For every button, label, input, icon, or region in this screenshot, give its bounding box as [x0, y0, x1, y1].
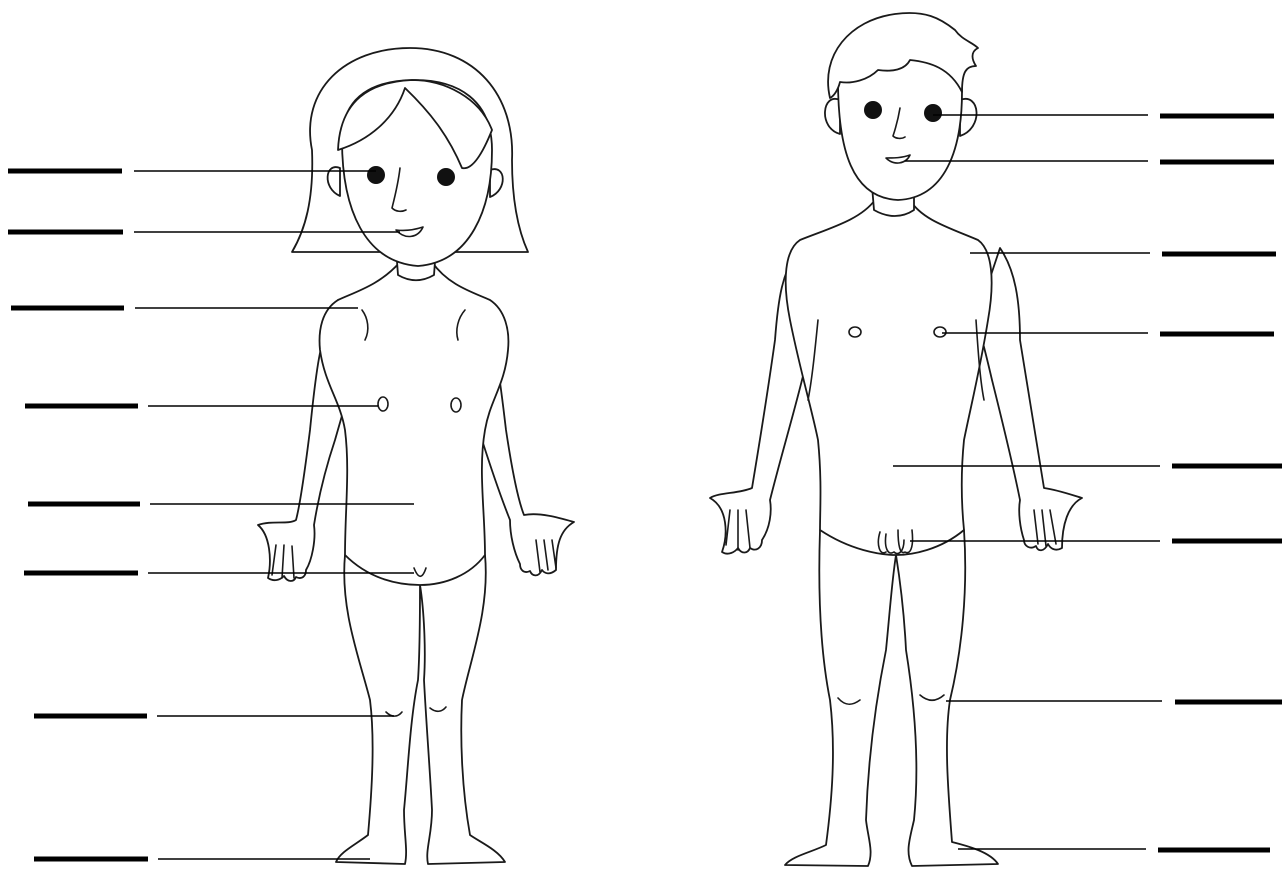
girl-torso [320, 262, 509, 585]
boy-right-eye [924, 104, 942, 122]
boy-torso [786, 200, 992, 555]
boy-figure [710, 13, 1082, 866]
girl-left-eye [367, 166, 385, 184]
boy-left-ear [825, 99, 840, 134]
boy-legs [785, 530, 998, 866]
girl-legs [336, 555, 505, 864]
girl-right-eye [437, 168, 455, 186]
boy-left-eye [864, 101, 882, 119]
